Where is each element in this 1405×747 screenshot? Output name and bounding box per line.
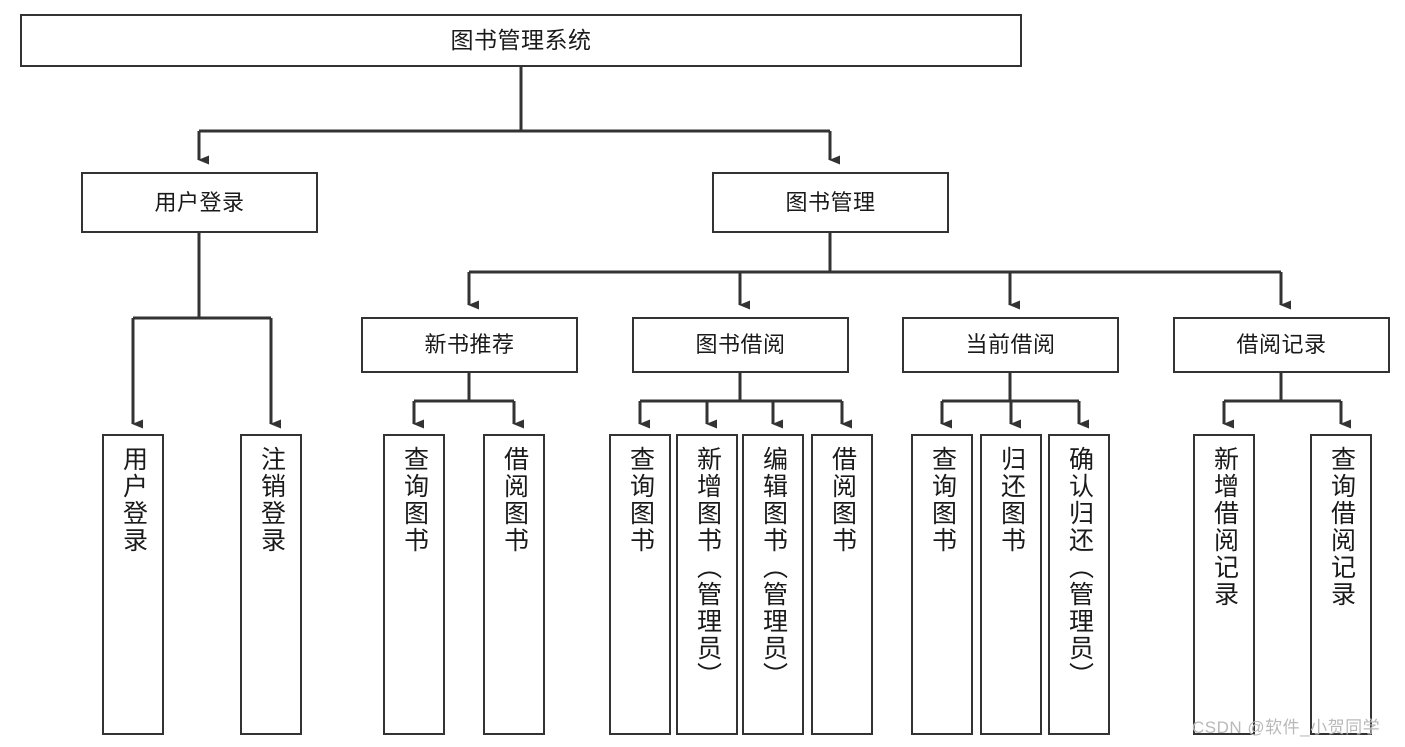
node-label: 查询图书: [928, 446, 957, 554]
node-label: 新增借阅记录: [1210, 446, 1239, 608]
csdn-watermark: CSDN @软件_小贺同学: [1192, 718, 1381, 737]
node-borrow-record[interactable]: 借阅记录: [1173, 317, 1390, 373]
node-leaf-add-borrow-record[interactable]: 新增借阅记录: [1193, 434, 1255, 735]
node-label: 用户登录: [154, 189, 245, 215]
node-label: 图书管理: [785, 189, 876, 215]
node-label: 借阅图书: [828, 446, 857, 554]
node-leaf-query-book-current[interactable]: 查询图书: [911, 434, 973, 735]
node-leaf-query-book-borrow[interactable]: 查询图书: [609, 434, 671, 735]
node-new-book-recommend[interactable]: 新书推荐: [361, 317, 578, 373]
node-current-borrow[interactable]: 当前借阅: [902, 317, 1119, 373]
node-label: 查询借阅记录: [1327, 446, 1356, 608]
node-label: 查询图书: [626, 446, 655, 554]
node-label: 用户登录: [119, 446, 148, 554]
node-label: 归还图书: [997, 446, 1026, 554]
node-user-login[interactable]: 用户登录: [81, 172, 318, 233]
node-leaf-query-borrow-record[interactable]: 查询借阅记录: [1310, 434, 1372, 735]
node-label: 新书推荐: [424, 332, 515, 358]
node-leaf-edit-book-admin[interactable]: 编辑图书（管理员）: [742, 434, 804, 735]
node-leaf-borrow-book[interactable]: 借阅图书: [811, 434, 873, 735]
node-label: 图书管理系统: [450, 26, 592, 53]
node-leaf-query-book-recommend[interactable]: 查询图书: [383, 434, 445, 735]
node-label: 图书借阅: [695, 332, 786, 358]
node-label: 借阅记录: [1236, 332, 1327, 358]
node-label: 新增图书（管理员）: [693, 446, 722, 689]
node-leaf-logout-login[interactable]: 注销登录: [240, 434, 302, 735]
node-leaf-add-book-admin[interactable]: 新增图书（管理员）: [676, 434, 738, 735]
node-book-management[interactable]: 图书管理: [712, 172, 949, 233]
node-label: 借阅图书: [500, 446, 529, 554]
node-label: 查询图书: [400, 446, 429, 554]
node-label: 注销登录: [257, 446, 286, 554]
node-leaf-borrow-book-recommend[interactable]: 借阅图书: [483, 434, 545, 735]
node-leaf-return-book[interactable]: 归还图书: [980, 434, 1042, 735]
node-book-management-system[interactable]: 图书管理系统: [20, 14, 1022, 67]
node-leaf-user-login[interactable]: 用户登录: [102, 434, 164, 735]
node-label: 确认归还（管理员）: [1065, 446, 1094, 689]
node-book-borrow[interactable]: 图书借阅: [632, 317, 849, 373]
node-label: 编辑图书（管理员）: [759, 446, 788, 689]
node-label: 当前借阅: [965, 332, 1056, 358]
node-leaf-confirm-return-admin[interactable]: 确认归还（管理员）: [1048, 434, 1110, 735]
